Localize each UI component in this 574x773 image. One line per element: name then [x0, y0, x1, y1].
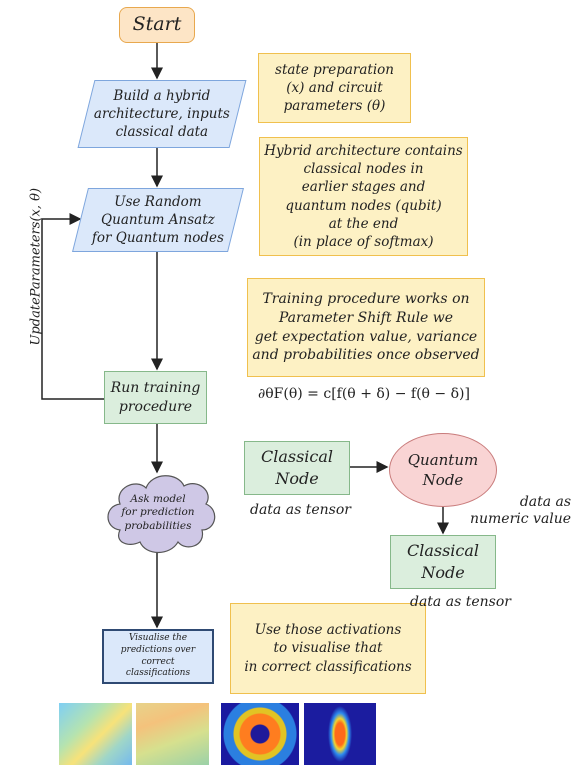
classical-node-output: Classical Node [390, 535, 496, 589]
heatmap-airplane-image [59, 703, 132, 765]
training-node: Run training procedure [104, 371, 207, 424]
build-architecture-text: Build a hybrid architecture, inputs clas… [94, 87, 230, 141]
heatmap-digit-one-image [304, 703, 376, 765]
activations-note: Use those activations to visualise that … [230, 603, 426, 694]
heatmap-digit-zero-image [221, 703, 299, 765]
start-node: Start [119, 7, 195, 43]
state-preparation-note: state preparation (x) and circuit parame… [258, 53, 411, 123]
heatmap-car-image [136, 703, 209, 765]
parameter-shift-formula: ∂θF(θ) = c[f(θ + δ) − f(θ − δ)] [258, 386, 470, 402]
arrow-update-loop [41, 213, 104, 400]
ask-model-node: Ask model for prediction probabilities [121, 492, 195, 532]
quantum-node: Quantum Node [389, 433, 497, 507]
classical-node-input: Classical Node [244, 441, 350, 495]
numeric-value-label: data as numeric value [470, 494, 572, 527]
visualise-node: Visualise the predictions over correct c… [102, 629, 214, 684]
quantum-ansatz-text: Use Random Quantum Ansatz for Quantum no… [92, 193, 224, 247]
update-parameters-label: UpdateParameters(x, θ) [28, 187, 44, 346]
training-procedure-note: Training procedure works on Parameter Sh… [247, 278, 485, 377]
cloud-shape [107, 475, 216, 554]
tensor-label-output: data as tensor [410, 594, 511, 610]
quantum-ansatz-node: Use Random Quantum Ansatz for Quantum no… [72, 188, 244, 252]
build-architecture-node: Build a hybrid architecture, inputs clas… [77, 80, 247, 148]
hybrid-architecture-note: Hybrid architecture contains classical n… [259, 137, 468, 256]
tensor-label-input: data as tensor [250, 502, 351, 518]
